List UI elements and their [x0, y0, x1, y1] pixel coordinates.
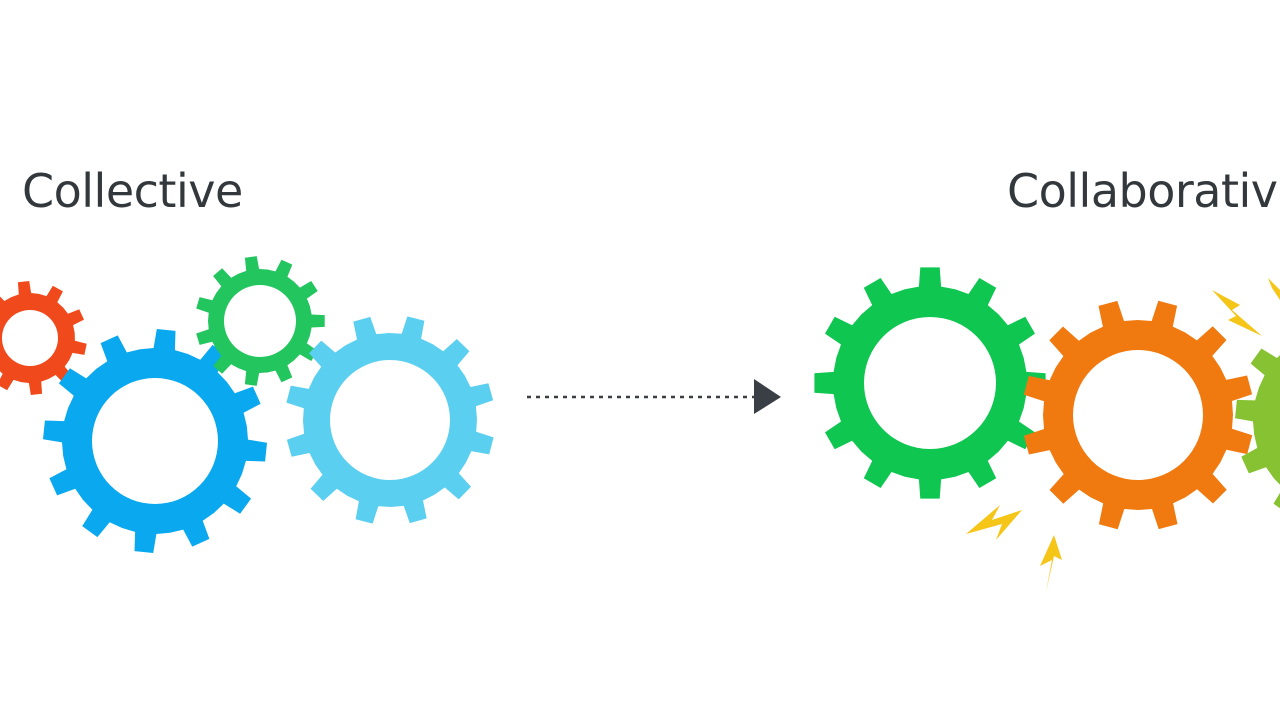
lightning-bolt-icon	[1212, 290, 1262, 336]
collective-title: Collective	[22, 164, 243, 218]
gear-icon-light-blue	[286, 316, 494, 524]
gear-icon-lime	[1235, 348, 1280, 509]
lightning-bolt-icon	[966, 505, 1022, 540]
spark-bolts	[966, 278, 1280, 592]
gear-icon-green	[814, 267, 1046, 499]
lightning-bolt-icon	[1268, 278, 1280, 300]
gear-icon-orange	[1023, 300, 1253, 530]
dotted-arrow	[527, 379, 781, 414]
gear-icon-red	[0, 281, 87, 395]
gear-icon-blue	[43, 329, 267, 553]
gear-icon-green-small	[196, 256, 325, 386]
collaborative-title: Collaborative	[1007, 164, 1280, 218]
arrow-right-icon	[754, 379, 781, 414]
lightning-bolt-icon	[1040, 535, 1062, 592]
collaborative-gears	[814, 267, 1280, 530]
collective-gears	[0, 256, 494, 553]
